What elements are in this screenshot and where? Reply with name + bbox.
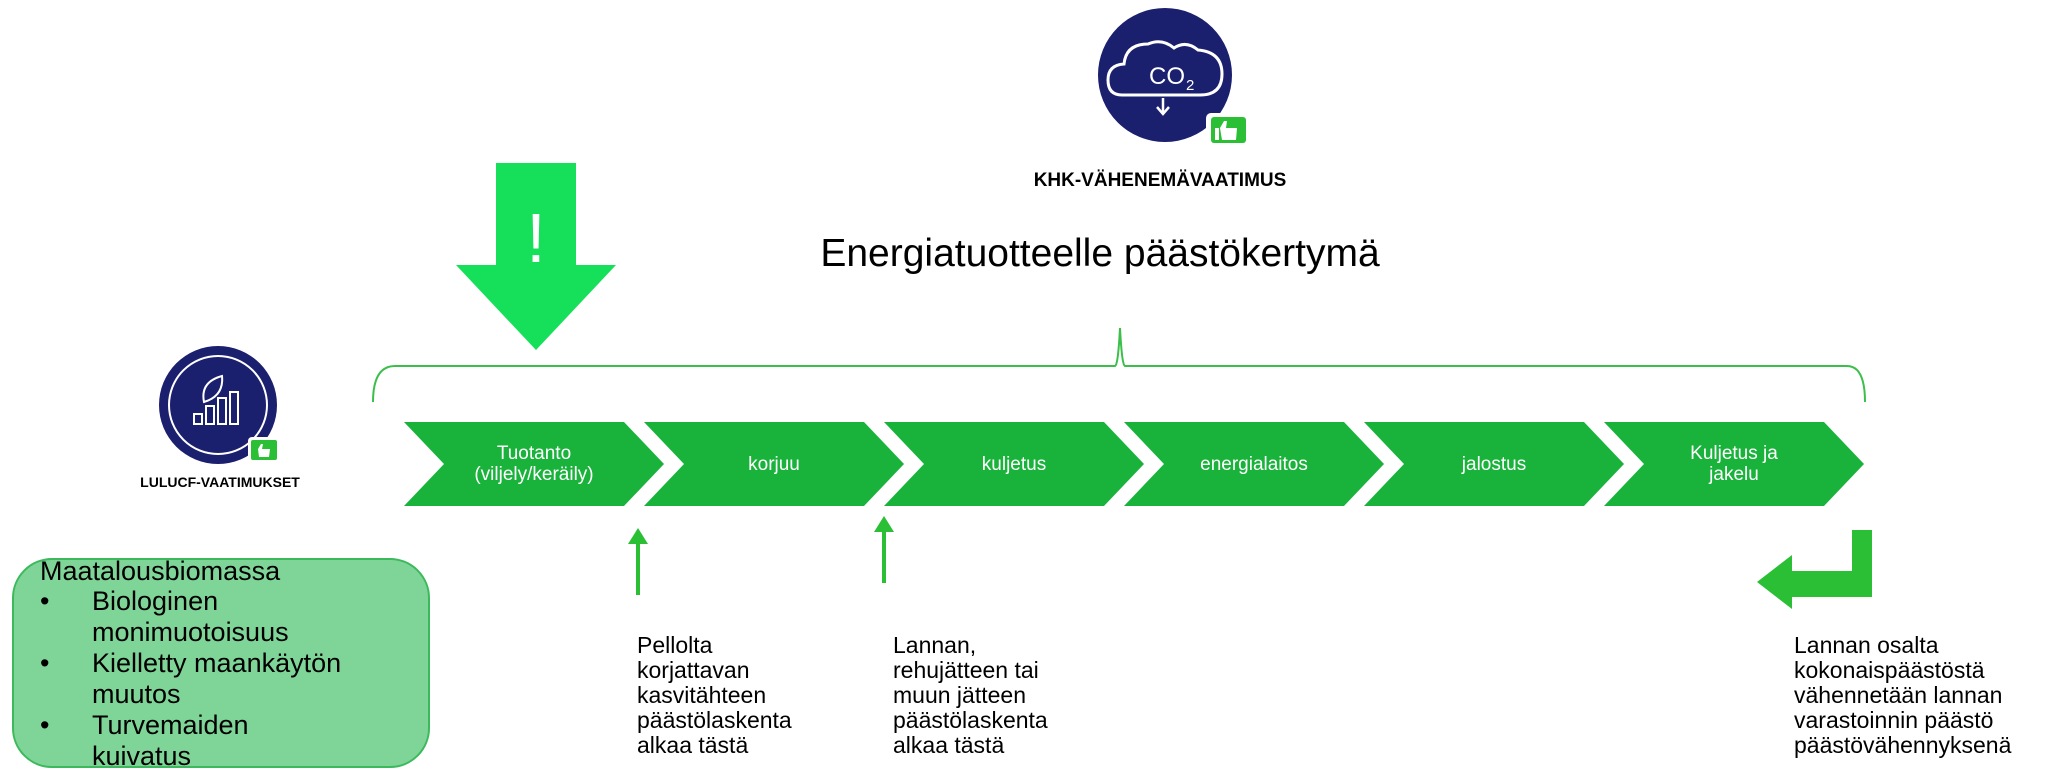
list-item-line: Biologinen (92, 586, 219, 616)
thumbs-up-icon (1206, 113, 1251, 147)
note-line: Pellolta (637, 632, 713, 658)
chain-step-label: Tuotanto(viljely/keräily) (474, 443, 594, 485)
note-line: muun jätteen (893, 682, 1026, 708)
chevron-korjuu (644, 422, 904, 506)
list-item: • Turvemaiden kuivatus (40, 710, 420, 772)
manure-start-arrow (874, 516, 894, 583)
note-line: Lannan osalta (1794, 632, 1939, 658)
list-item-line: kuivatus (92, 741, 192, 771)
diagram-title: Energiatuotteelle päästökertymä (820, 232, 1380, 275)
lulucf-thumbs-up-icon (248, 437, 280, 463)
note-line: korjattavan (637, 657, 750, 683)
agri-biomass-list: • Biologinen monimuotoisuus • Kielletty … (40, 586, 420, 772)
note-line: alkaa tästä (637, 732, 749, 758)
alert-exclamation: ! (526, 199, 545, 277)
chain-step-label: jalostus (1461, 453, 1527, 475)
agri-biomass-box (12, 558, 430, 768)
chain-step-label: energialaitos (1200, 453, 1308, 475)
chain-step-label: kuljetus (981, 453, 1047, 475)
note-line: päästölaskenta (893, 707, 1048, 733)
list-item: • Kielletty maankäytön muutos (40, 648, 420, 710)
list-item: • Biologinen monimuotoisuus (40, 586, 420, 648)
chain-step-label: korjuu (748, 453, 800, 475)
khk-requirement-label: KHK-VÄHENEMÄVAATIMUS (1033, 170, 1287, 191)
manure-note: Lannan, rehujätteen tai muun jätteen pää… (893, 633, 1048, 758)
chevron-kuljetus (884, 422, 1144, 506)
list-item-line: Turvemaiden (92, 710, 249, 740)
co2-cloud-icon: CO 2 (1098, 8, 1232, 142)
co2-subscript: 2 (1186, 77, 1194, 94)
harvest-start-arrow (628, 528, 648, 595)
note-line: Lannan, (893, 632, 977, 658)
note-line: kasvitähteen (637, 682, 767, 708)
note-line: vähennetään lannan (1794, 682, 2003, 708)
list-item-line: Kielletty maankäytön (92, 648, 342, 678)
chevron-jalostus (1364, 422, 1624, 506)
attention-down-arrow (456, 163, 616, 350)
lulucf-requirement-label: LULUCF-VAATIMUKSET (140, 474, 300, 490)
bullet-marker: • (40, 586, 50, 616)
harvest-note: Pellolta korjattavan kasvitähteen päästö… (637, 633, 792, 758)
co2-text: CO (1149, 63, 1185, 90)
storage-return-arrow (1757, 530, 1872, 609)
note-line: päästövähennyksenä (1794, 732, 2012, 758)
list-item-line: muutos (92, 679, 181, 709)
chevron-tuotanto (404, 422, 664, 506)
lulucf-plant-chart-icon (159, 346, 277, 464)
note-line: päästölaskenta (637, 707, 792, 733)
bullet-marker: • (40, 648, 50, 678)
chevron-kuljetus-ja-jakelu (1604, 422, 1864, 506)
note-line: kokonaispäästöstä (1794, 657, 1985, 683)
note-line: alkaa tästä (893, 732, 1005, 758)
agri-biomass-title: Maatalousbiomassa (40, 556, 281, 586)
list-item-line: monimuotoisuus (92, 617, 289, 647)
note-line: varastoinnin päästö (1794, 707, 1994, 733)
accumulation-brace (372, 327, 1866, 403)
bullet-marker: • (40, 710, 50, 740)
storage-note: Lannan osalta kokonaispäästöstä vähennet… (1794, 633, 2011, 758)
note-line: rehujätteen tai (893, 657, 1039, 683)
chevron-energialaitos (1124, 422, 1384, 506)
